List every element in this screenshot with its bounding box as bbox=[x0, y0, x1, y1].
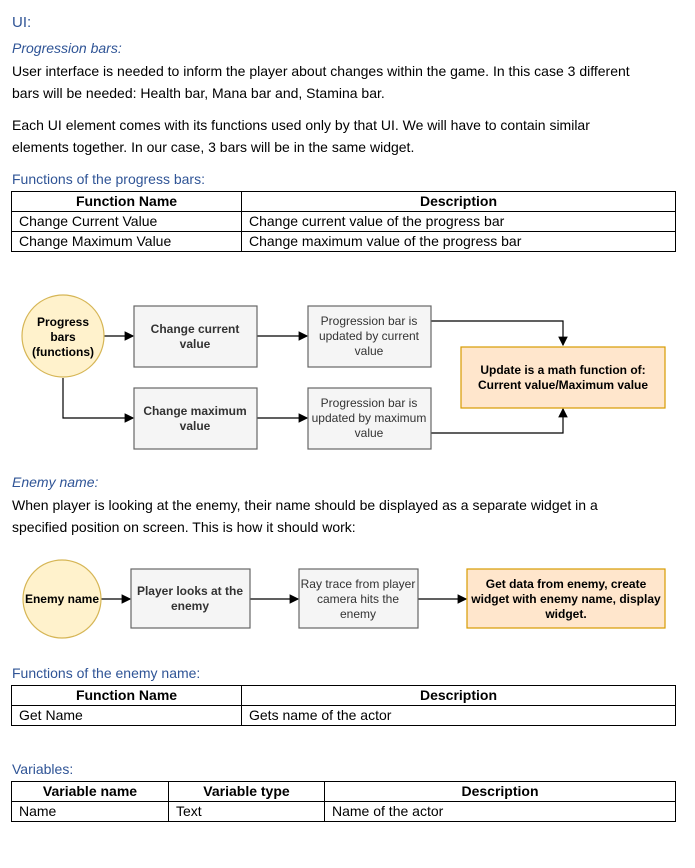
column-header: Description bbox=[241, 685, 676, 706]
circle-label-line: (functions) bbox=[32, 345, 94, 359]
progression-paragraph-1: User interface is needed to inform the p… bbox=[12, 60, 682, 104]
circle-label-line: Progress bbox=[37, 315, 89, 329]
enemy-name-flow-diagram: Enemy name Player looks at the enemy Ray… bbox=[22, 559, 666, 639]
table-cell: Change Maximum Value bbox=[11, 231, 242, 252]
update-math-function-box bbox=[460, 346, 666, 409]
enemy-name-circle bbox=[22, 559, 102, 639]
table-header-row: Function Name Description bbox=[11, 191, 676, 212]
variables-heading: Variables: bbox=[12, 761, 74, 777]
connector-arrow bbox=[62, 378, 135, 423]
enemy-paragraph: When player is looking at the enemy, the… bbox=[12, 494, 682, 538]
ray-trace-box bbox=[298, 568, 419, 629]
paragraph-line: bars will be needed: Health bar, Mana ba… bbox=[12, 85, 385, 101]
progression-heading: Progression bars: bbox=[12, 40, 122, 56]
paragraph-line: specified position on screen. This is ho… bbox=[12, 519, 356, 535]
table-header-row: Function Name Description bbox=[11, 685, 676, 706]
box-label-line: camera hits the bbox=[317, 592, 399, 606]
column-header: Description bbox=[324, 781, 676, 802]
box-label-line: value bbox=[355, 344, 384, 358]
paragraph-line: elements together. In our case, 3 bars w… bbox=[12, 139, 415, 155]
progress-bars-circle bbox=[21, 294, 105, 378]
box-label-line: widget with enemy name, display bbox=[470, 592, 661, 606]
box-label-line: Progression bar is bbox=[321, 396, 418, 410]
change-current-value-box bbox=[133, 305, 258, 368]
column-header: Function Name bbox=[11, 685, 242, 706]
box-label-line: value bbox=[180, 419, 211, 433]
table-cell: Change maximum value of the progress bar bbox=[241, 231, 676, 252]
table-row: Change Maximum Value Change maximum valu… bbox=[11, 231, 676, 252]
box-label-line: Get data from enemy, create bbox=[486, 577, 647, 591]
table-cell: Name of the actor bbox=[324, 801, 676, 822]
table-cell: Name bbox=[11, 801, 169, 822]
box-label-line: updated by current bbox=[319, 329, 420, 343]
circle-label-line: Enemy name bbox=[25, 592, 99, 606]
box-label-line: value bbox=[355, 426, 384, 440]
box-label-line: Current value/Maximum value bbox=[478, 378, 648, 392]
circle-label-line: bars bbox=[50, 330, 76, 344]
box-label-line: value bbox=[180, 337, 211, 351]
connector-arrow bbox=[431, 320, 568, 347]
column-header: Description bbox=[241, 191, 676, 212]
box-label-line: Player looks at the bbox=[137, 584, 243, 598]
enemy-functions-table: Function Name Description Get Name Gets … bbox=[11, 685, 676, 726]
ui-heading: UI: bbox=[12, 14, 32, 31]
progress-table-caption: Functions of the progress bars: bbox=[12, 171, 205, 187]
column-header: Variable name bbox=[11, 781, 169, 802]
progression-paragraph-2: Each UI element comes with its functions… bbox=[12, 114, 682, 158]
column-header: Function Name bbox=[11, 191, 242, 212]
updated-by-maximum-box bbox=[307, 387, 432, 450]
table-cell: Get Name bbox=[11, 705, 242, 726]
get-data-widget-box bbox=[466, 568, 666, 629]
progress-bars-flow-diagram: Progress bars (functions) Change current… bbox=[21, 294, 666, 450]
box-label-line: enemy bbox=[340, 607, 376, 621]
table-cell: Change current value of the progress bar bbox=[241, 211, 676, 232]
column-header: Variable type bbox=[168, 781, 325, 802]
paragraph-line: When player is looking at the enemy, the… bbox=[12, 497, 598, 513]
box-label-line: Change current bbox=[151, 322, 240, 336]
paragraph-line: Each UI element comes with its functions… bbox=[12, 117, 590, 133]
enemy-heading: Enemy name: bbox=[12, 474, 99, 490]
box-label-line: updated by maximum bbox=[312, 411, 427, 425]
table-row: Name Text Name of the actor bbox=[11, 801, 676, 822]
change-maximum-value-box bbox=[133, 387, 258, 450]
table-cell: Gets name of the actor bbox=[241, 705, 676, 726]
box-label-line: widget. bbox=[544, 607, 586, 621]
progress-functions-table: Function Name Description Change Current… bbox=[11, 191, 676, 252]
table-row: Change Current Value Change current valu… bbox=[11, 211, 676, 232]
box-label-line: Ray trace from player bbox=[301, 577, 416, 591]
table-header-row: Variable name Variable type Description bbox=[11, 781, 676, 802]
updated-by-current-box bbox=[307, 305, 432, 368]
table-row: Get Name Gets name of the actor bbox=[11, 705, 676, 726]
enemy-table-caption: Functions of the enemy name: bbox=[12, 665, 201, 681]
variables-table: Variable name Variable type Description … bbox=[11, 781, 676, 822]
table-cell: Change Current Value bbox=[11, 211, 242, 232]
box-label-line: Update is a math function of: bbox=[480, 363, 645, 377]
box-label-line: Progression bar is bbox=[321, 314, 418, 328]
table-cell: Text bbox=[168, 801, 325, 822]
paragraph-line: User interface is needed to inform the p… bbox=[12, 63, 630, 79]
player-looks-box bbox=[130, 568, 251, 629]
box-label-line: enemy bbox=[171, 599, 209, 613]
box-label-line: Change maximum bbox=[143, 404, 246, 418]
connector-arrow bbox=[431, 407, 568, 434]
